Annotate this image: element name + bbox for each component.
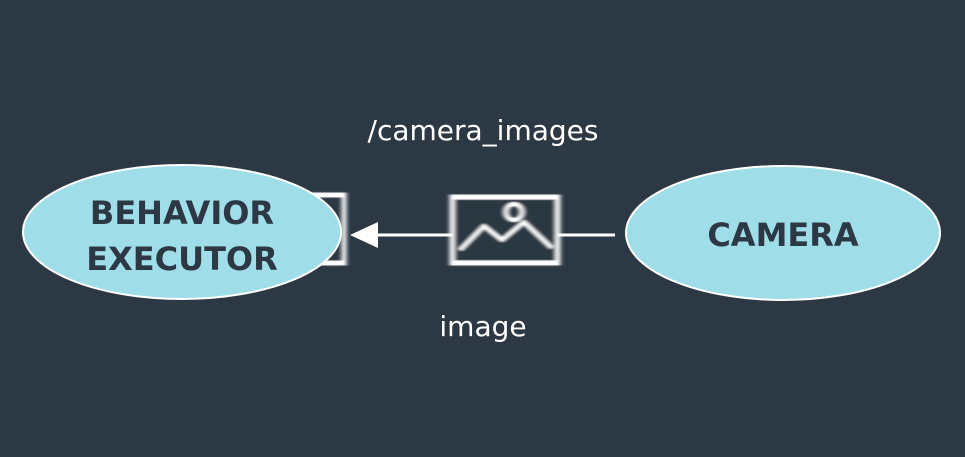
node-camera[interactable]: CAMERA bbox=[625, 165, 941, 301]
node-behavior-executor-line1: BEHAVIOR bbox=[90, 194, 274, 232]
image-icon bbox=[449, 194, 561, 266]
node-behavior-executor-line2: EXECUTOR bbox=[86, 240, 278, 278]
node-behavior-executor[interactable]: BEHAVIOR EXECUTOR bbox=[22, 164, 342, 300]
topic-label: /camera_images bbox=[368, 114, 599, 147]
message-label: image bbox=[439, 310, 526, 343]
node-camera-label: CAMERA bbox=[707, 216, 859, 254]
